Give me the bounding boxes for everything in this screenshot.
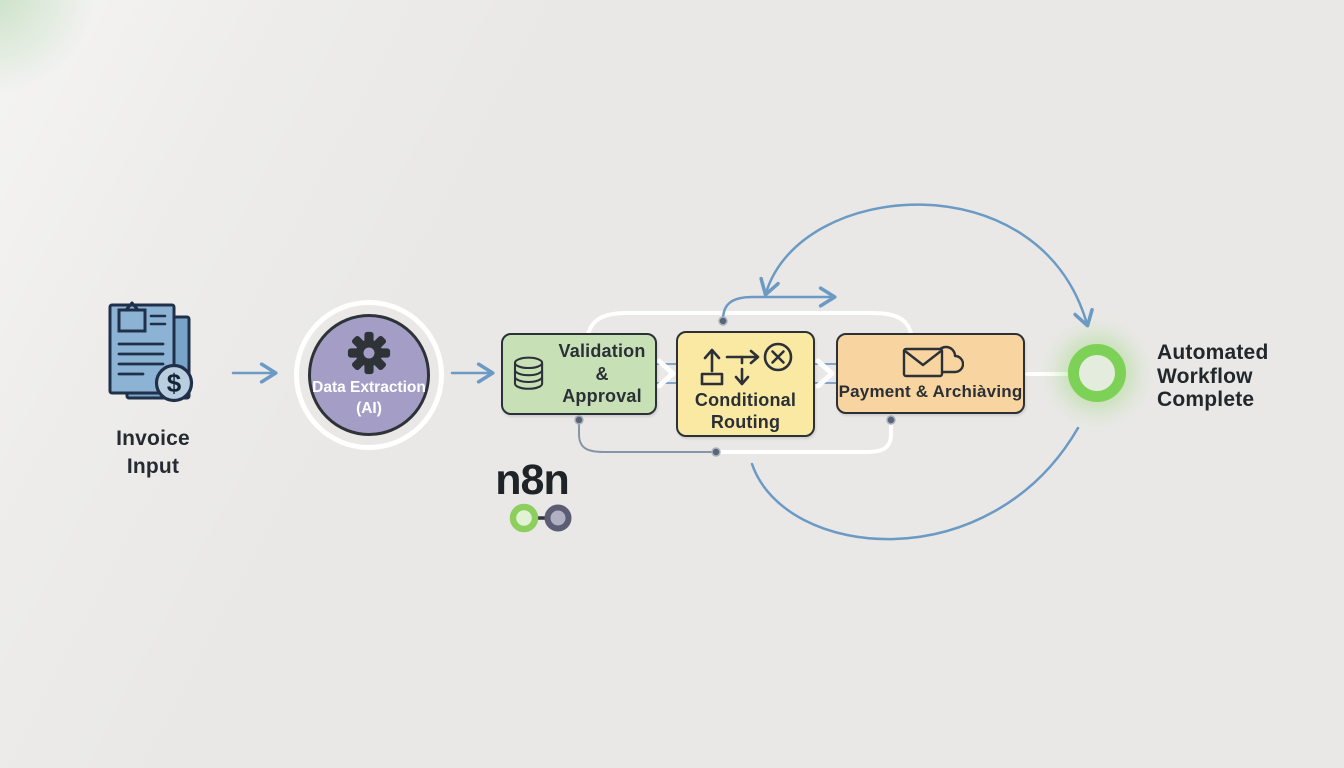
upload-icon — [700, 348, 723, 385]
arc-top-feedback — [759, 203, 1094, 328]
n8n-logo: n8n — [474, 459, 590, 538]
arc-bottom-return — [750, 426, 1080, 541]
branch-arrow-icon — [725, 349, 759, 385]
invoice-input-node: $ Invoice Input — [93, 300, 213, 481]
dollar-sign: $ — [167, 368, 182, 398]
payment-archiving-node: Payment & Archiàving — [836, 333, 1025, 414]
payment-archiving-label: Payment & Archiàving — [838, 382, 1023, 402]
arrow-conditional-branch — [721, 286, 837, 322]
gear-icon — [347, 332, 391, 375]
n8n-logo-text: n8n — [495, 456, 569, 504]
dollar-badge-icon — [154, 363, 194, 403]
data-extraction-node: Data Extraction (AI) — [294, 300, 444, 450]
workflow-complete-label: Automated Workflow Complete — [1157, 341, 1269, 412]
mail-cloud-icon — [902, 346, 964, 378]
n8n-nodes-icon — [509, 503, 572, 533]
invoice-document-icon: $ — [108, 301, 194, 403]
routing-icons — [700, 342, 792, 385]
conditional-routing-label: Conditional Routing — [694, 389, 797, 433]
conditional-routing-node: Conditional Routing — [676, 331, 815, 437]
connection-dots — [574, 316, 896, 457]
slate-bottom-connector — [578, 419, 717, 453]
validation-approval-label: Validation & Approval — [558, 341, 646, 407]
cancel-icon — [763, 342, 792, 371]
database-icon — [513, 356, 544, 390]
validation-approval-node: Validation & Approval — [501, 333, 657, 415]
data-extraction-label: Data Extraction (AI) — [312, 379, 426, 417]
invoice-input-label: Invoice Input — [116, 427, 190, 479]
workflow-complete-ring — [1068, 344, 1126, 402]
white-bottom-connector — [714, 418, 893, 454]
data-extraction-circle: Data Extraction (AI) — [308, 314, 430, 436]
